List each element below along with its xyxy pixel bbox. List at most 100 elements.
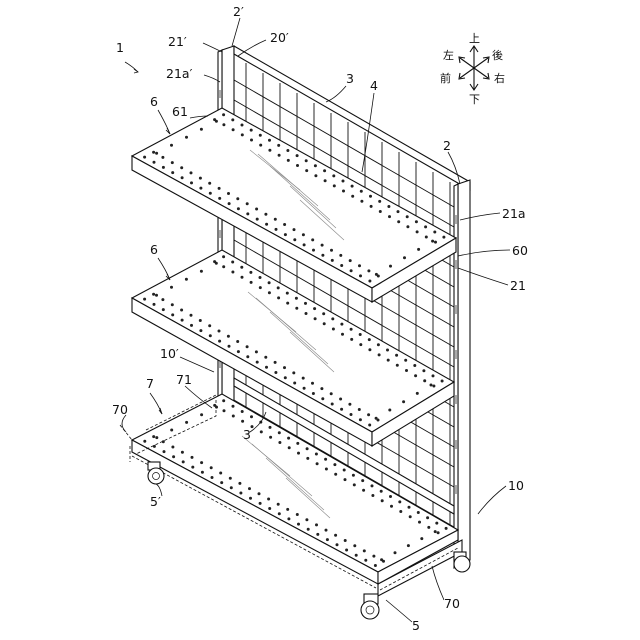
perforation-hole: [363, 549, 366, 552]
perforation-hole: [218, 187, 221, 190]
label-21-prime: 21′: [168, 34, 187, 49]
perforation-hole: [353, 544, 356, 547]
perforation-hole: [171, 171, 174, 174]
perforation-hole: [344, 539, 347, 542]
perforation-hole: [180, 166, 183, 169]
perforation-hole: [171, 313, 174, 316]
perforation-hole: [287, 517, 290, 520]
perforation-hole: [417, 511, 420, 514]
perforation-hole: [268, 507, 271, 510]
perforation-hole: [222, 113, 225, 116]
perforation-hole: [372, 555, 375, 558]
perforation-hole: [218, 330, 221, 333]
perforation-hole: [340, 264, 343, 267]
perforation-hole: [422, 369, 425, 372]
label-6-top: 6: [150, 94, 158, 109]
perforation-hole: [238, 482, 241, 485]
perforation-hole: [369, 195, 372, 198]
perforation-hole: [311, 238, 314, 241]
perforation-hole: [359, 418, 362, 421]
perforation-hole: [349, 259, 352, 262]
label-21: 21: [510, 278, 526, 293]
perforation-hole: [236, 197, 239, 200]
perforation-hole: [143, 298, 146, 301]
label-20-prime: 20′: [270, 30, 289, 45]
perforation-hole: [181, 451, 184, 454]
perforation-hole: [268, 291, 271, 294]
perforation-hole: [303, 387, 306, 390]
perforation-hole: [339, 254, 342, 257]
perforation-hole: [323, 169, 326, 172]
perforation-hole: [162, 440, 165, 443]
perforation-hole: [344, 478, 347, 481]
perforation-hole: [378, 353, 381, 356]
perforation-hole: [162, 166, 165, 169]
perforation-hole: [320, 387, 323, 390]
perforation-hole: [388, 215, 391, 218]
perforation-hole: [190, 314, 193, 317]
perforation-hole: [232, 405, 235, 408]
perforation-hole: [406, 225, 409, 228]
perforation-hole: [170, 286, 173, 289]
perforation-hole: [387, 205, 390, 208]
perforation-hole: [250, 281, 253, 284]
perforation-hole: [433, 231, 436, 234]
perforation-hole: [265, 223, 268, 226]
perforation-hole: [250, 415, 253, 418]
perforation-hole: [352, 474, 355, 477]
perforation-hole: [296, 154, 299, 157]
perforation-hole: [340, 323, 343, 326]
perforation-hole: [155, 152, 158, 155]
perforation-hole: [246, 202, 249, 205]
perforation-hole: [155, 436, 158, 439]
perforation-hole: [255, 350, 258, 353]
perforation-hole: [359, 343, 362, 346]
perforation-hole: [292, 371, 295, 374]
perforation-hole: [284, 376, 287, 379]
perforation-hole: [336, 543, 339, 546]
perforation-hole: [153, 303, 156, 306]
perforation-hole: [415, 220, 418, 223]
perforation-hole: [360, 190, 363, 193]
perforation-hole: [232, 128, 235, 131]
perforation-hole: [246, 212, 249, 215]
perforation-hole: [161, 298, 164, 301]
perforation-hole: [171, 161, 174, 164]
perforation-hole: [296, 513, 299, 516]
perforation-hole: [286, 149, 289, 152]
perforation-hole: [240, 266, 243, 269]
perforation-hole: [277, 286, 280, 289]
perforation-hole: [311, 382, 314, 385]
perforation-hole: [268, 281, 271, 284]
perforation-hole: [379, 210, 382, 213]
perforation-hole: [209, 192, 212, 195]
perforation-hole: [229, 477, 232, 480]
perforation-hole: [232, 415, 235, 418]
label-60: 60: [512, 243, 528, 258]
perforation-hole: [333, 184, 336, 187]
perforation-hole: [143, 156, 146, 159]
perforation-hole: [223, 409, 226, 412]
perforation-hole: [162, 308, 165, 311]
perforation-hole: [306, 447, 309, 450]
perforation-hole: [331, 317, 334, 320]
perforation-hole: [432, 374, 435, 377]
perforation-hole: [255, 208, 258, 211]
perforation-hole: [430, 384, 433, 387]
perforation-hole: [341, 333, 344, 336]
perforation-hole: [259, 134, 262, 137]
perforation-hole: [351, 185, 354, 188]
perforation-hole: [323, 322, 326, 325]
perforation-hole: [222, 265, 225, 268]
perforation-hole: [345, 549, 348, 552]
perforation-hole: [296, 442, 299, 445]
perforation-hole: [312, 392, 315, 395]
perforation-hole: [199, 329, 202, 332]
perforation-hole: [334, 534, 337, 537]
perforation-hole: [246, 345, 249, 348]
perforation-hole: [278, 154, 281, 157]
perforation-hole: [152, 151, 155, 154]
label-21a-prime: 21a′: [166, 66, 193, 81]
perforation-hole: [395, 354, 398, 357]
perforation-hole: [286, 302, 289, 305]
